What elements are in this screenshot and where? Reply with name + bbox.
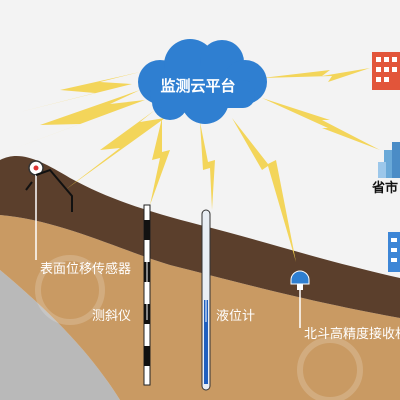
lightning-bolt (262, 68, 370, 82)
bedrock-layer (0, 270, 120, 400)
lightning-bolt (10, 90, 145, 150)
city-building-icon (378, 142, 400, 178)
lightning-bolt (200, 122, 215, 210)
cloud-platform (138, 39, 267, 124)
lightning-bolt (150, 118, 170, 205)
surface-displacement-sensor-icon (25, 160, 73, 260)
beidou-receiver-icon (290, 270, 310, 328)
inclinometer-label: 测斜仪 (92, 309, 132, 324)
lightning-bolt (262, 98, 380, 150)
server-building-icon (388, 232, 400, 272)
beidou-receiver-label: 北斗高精度接收机 (304, 327, 400, 342)
lightning-bolt (65, 110, 165, 190)
inclinometer-icon (143, 204, 151, 386)
data-transmission-bolts (10, 68, 380, 262)
cloud-platform-title: 监测云平台 (160, 77, 236, 95)
piezometer-label: 液位计 (216, 309, 256, 324)
watermark (35, 255, 363, 400)
office-building-icon (372, 52, 400, 90)
piezometer-icon (201, 209, 211, 391)
province-client-label: 省市 (372, 181, 399, 196)
sand-layer (0, 215, 400, 400)
surface-sensor-label: 表面位移传感器 (40, 262, 132, 277)
